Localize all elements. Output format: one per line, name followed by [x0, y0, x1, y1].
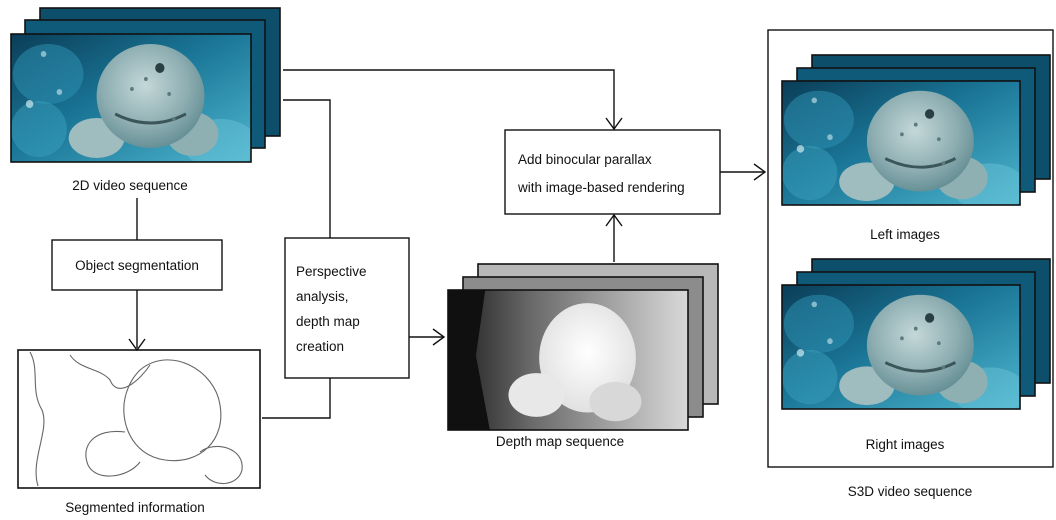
video-2d-label: 2D video sequence	[72, 178, 188, 193]
right-images-stack	[781, 258, 1051, 410]
s3d-label: S3D video sequence	[848, 484, 973, 499]
parallax-line-2: with image-based rendering	[517, 180, 685, 195]
left-images-stack	[781, 54, 1051, 206]
segmented-label: Segmented information	[65, 500, 205, 515]
depth-map-stack	[447, 263, 719, 431]
connectors	[128, 69, 767, 419]
perspective-line-1: Perspective	[296, 264, 367, 279]
segmented-panel	[17, 349, 261, 489]
parallax-box	[504, 129, 721, 215]
depth-map-label: Depth map sequence	[496, 434, 624, 449]
perspective-analysis-box	[284, 237, 410, 379]
parallax-line-1: Add binocular parallax	[518, 152, 652, 167]
video-2d-stack	[10, 7, 281, 163]
right-images-label: Right images	[866, 437, 945, 452]
perspective-line-2: analysis,	[296, 289, 349, 304]
left-images-label: Left images	[870, 227, 940, 242]
perspective-line-3: depth map	[296, 314, 360, 329]
perspective-line-4: creation	[296, 339, 344, 354]
object-segmentation-label: Object segmentation	[75, 258, 199, 273]
